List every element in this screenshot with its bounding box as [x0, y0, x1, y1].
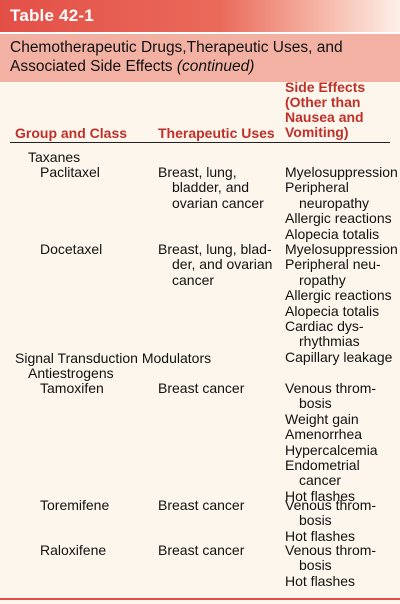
drug-raloxifene: Raloxifene [40, 542, 107, 558]
header-divider [10, 142, 390, 143]
class-antiestrogens: Antiestrogens [28, 365, 114, 381]
effect-line: Venous throm- [285, 542, 377, 558]
effect-line: Amenorrhea [285, 426, 363, 443]
header-side-effects-line: Vomiting) [285, 124, 349, 140]
uses-toremifene: Breast cancer [158, 497, 245, 513]
effect-line: Endometrial [285, 457, 360, 474]
effect-line: Alopecia totalis [285, 302, 380, 319]
effect-line: Hypercalcemia [285, 441, 378, 458]
uses-line: Breast cancer [158, 497, 245, 513]
table-title-text: Associated Side Effects [10, 58, 173, 75]
header-group-and-class: Group and Class [15, 125, 128, 141]
effect-line: rhythmias [299, 333, 360, 350]
effect-line: Alopecia totalis [285, 225, 380, 242]
uses-line: cancer [172, 271, 215, 288]
table-number-label: Table 42-1 [10, 6, 94, 25]
header-side-effects-line: Side Effects [285, 79, 366, 95]
header-side-effects-line: (Other than [285, 94, 361, 110]
drug-tamoxifen: Tamoxifen [40, 380, 104, 396]
group-signal-transduction-modulators: Signal Transduction Modulators [15, 350, 212, 366]
uses-line: der, and ovarian [172, 256, 273, 273]
header-side-effects: Side Effects (Other than Nausea and Vomi… [285, 80, 365, 140]
effects-paclitaxel: Myelosuppression Peripheral neuropathy A… [285, 164, 398, 242]
effect-line: Hot flashes [285, 487, 356, 504]
effect-line: Venous throm- [285, 497, 377, 513]
header-side-effects-line: Nausea and [285, 109, 364, 125]
uses-docetaxel: Breast, lung, blad- der, and ovarian can… [158, 241, 273, 288]
table-title-band: Chemotherapeutic Drugs,Therapeutic Uses,… [0, 32, 400, 82]
table-tab-strip: Table 42-1 [0, 0, 400, 32]
uses-line: bladder, and [172, 179, 250, 196]
uses-line: Breast cancer [158, 542, 245, 558]
header-therapeutic-uses: Therapeutic Uses [158, 125, 275, 141]
uses-line: Breast, lung, blad- [158, 241, 272, 257]
effect-line: Peripheral neu- [285, 256, 381, 273]
uses-raloxifene: Breast cancer [158, 542, 245, 558]
effect-line: Myelosuppression [285, 241, 398, 257]
effects-docetaxel: Myelosuppression Peripheral neu- ropathy… [285, 241, 398, 365]
drug-paclitaxel: Paclitaxel [40, 164, 100, 180]
table-bottom-border [0, 598, 400, 600]
uses-line: Breast cancer [158, 380, 245, 396]
effect-line: bosis [299, 395, 332, 412]
effects-toremifene: Venous throm- bosis Hot flashes [285, 497, 377, 544]
effect-line: bosis [299, 512, 332, 529]
effect-line: Peripheral [285, 179, 349, 196]
effects-tamoxifen: Venous throm- bosis Weight gain Amenorrh… [285, 380, 378, 504]
effect-line: Allergic reactions [285, 287, 392, 304]
drug-toremifene: Toremifene [40, 497, 110, 513]
effect-line: cancer [299, 472, 342, 489]
effect-line: Venous throm- [285, 380, 377, 396]
effect-line: Weight gain [285, 410, 359, 427]
effect-line: Myelosuppression [285, 164, 398, 180]
effect-line: Hot flashes [285, 527, 356, 544]
continued-label: (continued) [176, 58, 255, 75]
group-taxanes: Taxanes [28, 149, 81, 165]
effect-line: ropathy [299, 271, 346, 288]
effect-line: Capillary leakage [285, 348, 393, 365]
drug-docetaxel: Docetaxel [40, 241, 103, 257]
effects-raloxifene: Venous throm- bosis Hot flashes [285, 542, 377, 589]
uses-line: Breast, lung, [158, 164, 237, 180]
effect-line: bosis [299, 557, 332, 574]
uses-line: ovarian cancer [172, 194, 264, 211]
effect-line: Allergic reactions [285, 210, 392, 227]
table-title-line-2: Associated Side Effects (continued) [10, 58, 254, 76]
table-title-line-1: Chemotherapeutic Drugs,Therapeutic Uses,… [10, 39, 343, 56]
uses-paclitaxel: Breast, lung, bladder, and ovarian cance… [158, 164, 264, 211]
effect-line: Hot flashes [285, 572, 356, 589]
effect-line: neuropathy [299, 194, 370, 211]
effect-line: Cardiac dys- [285, 318, 364, 335]
uses-tamoxifen: Breast cancer [158, 380, 245, 396]
